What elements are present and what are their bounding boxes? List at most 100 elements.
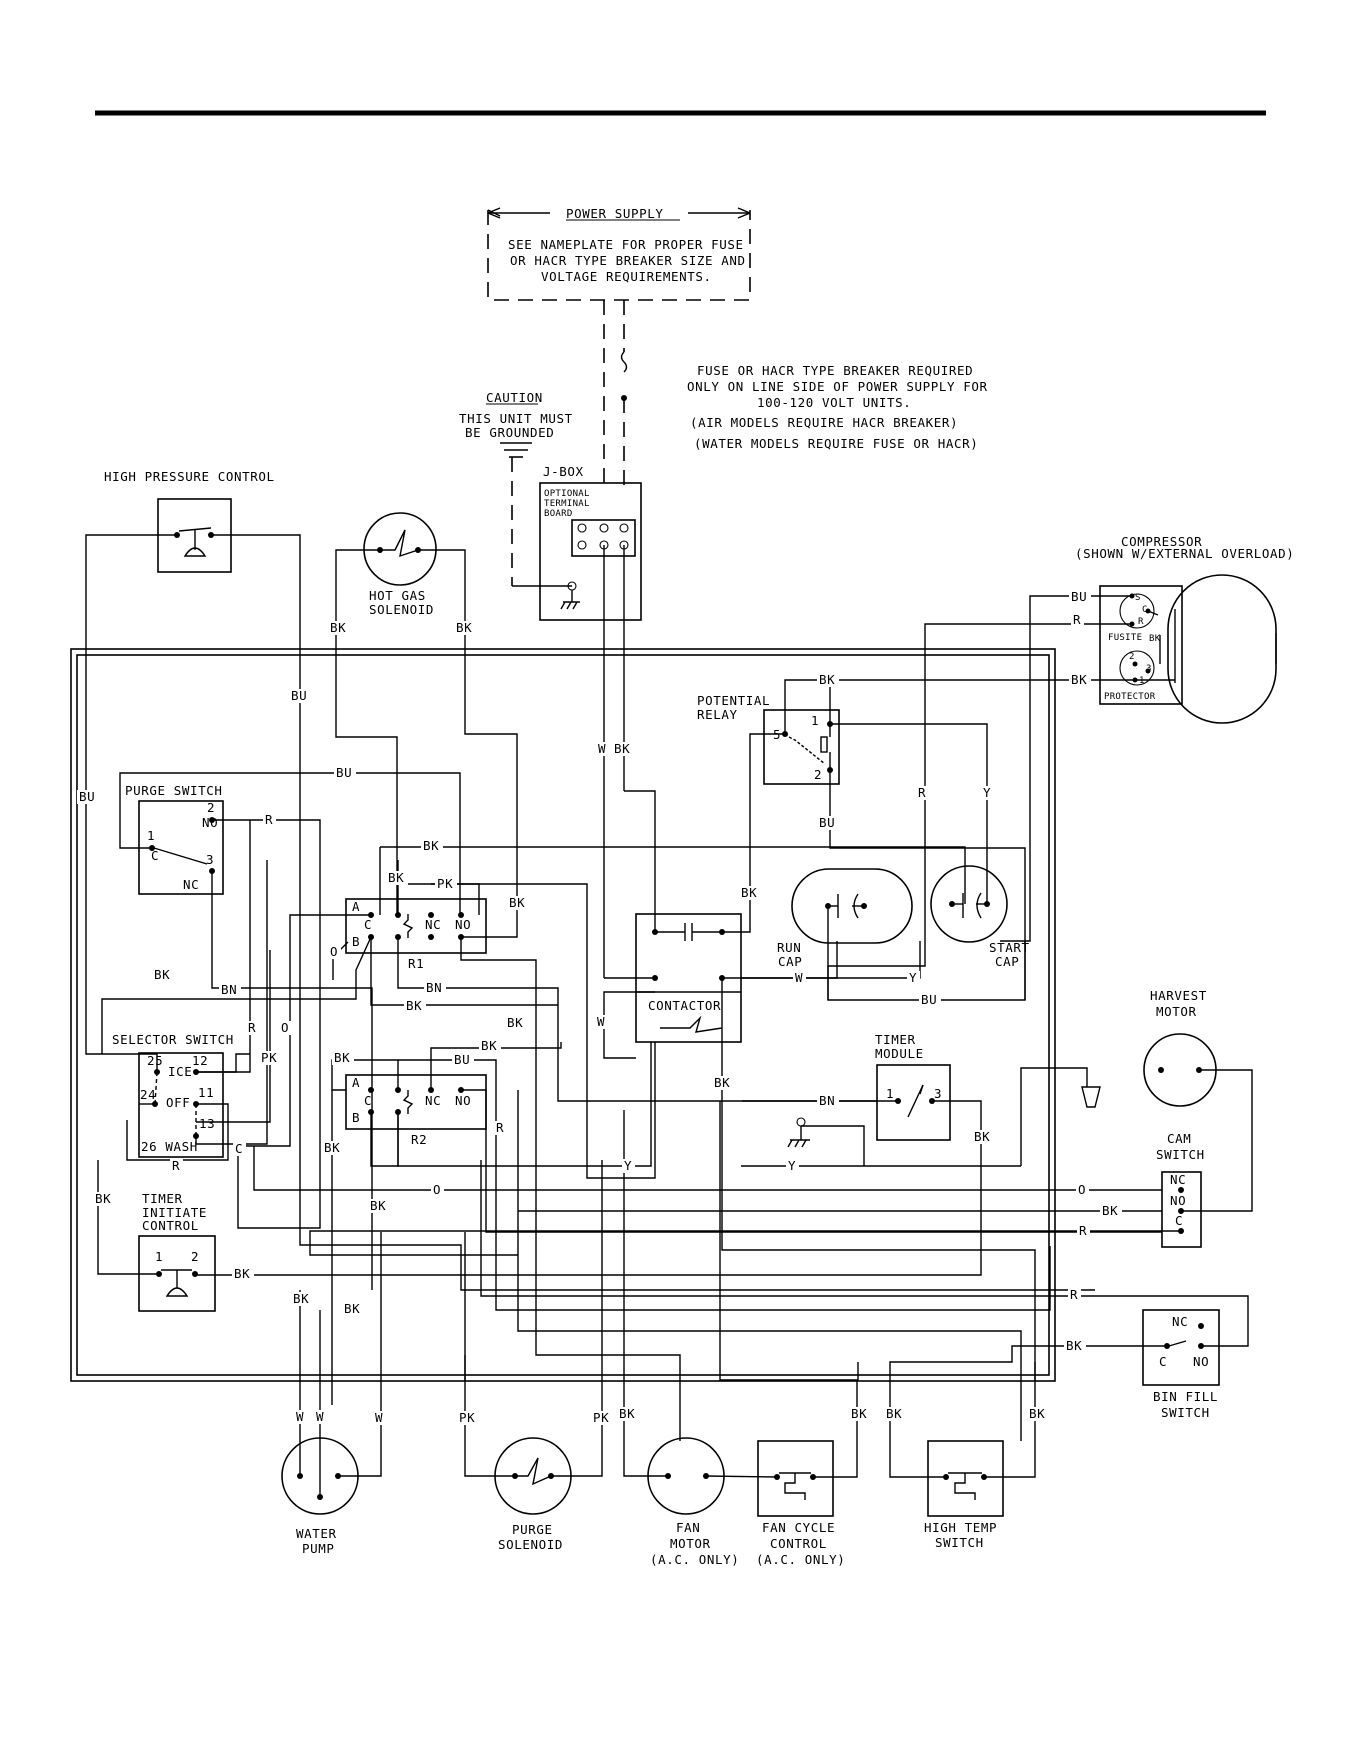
wire-label-o-r1: O (330, 944, 338, 959)
wire-label-bg (294, 1410, 307, 1424)
svg-text:WATER: WATER (296, 1526, 337, 1541)
svg-text:RELAY: RELAY (697, 707, 738, 722)
wire-label-pr-bk: BK (819, 672, 835, 687)
svg-text:(WATER MODELS REQUIRE FUSE OR: (WATER MODELS REQUIRE FUSE OR HACR) (694, 436, 978, 451)
svg-text:2: 2 (1129, 652, 1135, 662)
wire-label-bn-tm: BN (819, 1093, 835, 1108)
wire-label-bu-r2: BU (454, 1052, 470, 1067)
wire-label-bg (435, 877, 457, 891)
wire-label-bg (452, 1053, 474, 1067)
fan-cycle-control: FAN CYCLE CONTROL (A.C. ONLY) (756, 1440, 845, 1567)
wire-label-bg (622, 1159, 635, 1173)
svg-text:2: 2 (814, 767, 822, 782)
timer-initiate-control: TIMER INITIATE CONTROL 1 2 (138, 1191, 216, 1312)
svg-text:SWITCH: SWITCH (1161, 1405, 1210, 1420)
wire-label-w-2: W (316, 1409, 324, 1424)
wire-label-pk-r1: PK (437, 876, 453, 891)
wire-label-bg (457, 1411, 479, 1425)
wire-label-bg (259, 1051, 281, 1065)
wire-label-w-rc: W (795, 970, 803, 985)
purge-switch: PURGE SWITCH 2 NO 1 C 3 NC (125, 783, 224, 895)
wire-label-bg (328, 621, 350, 635)
svg-text:NO: NO (1170, 1193, 1186, 1208)
wire-label-bg (919, 993, 941, 1007)
svg-text:SOLENOID: SOLENOID (369, 602, 434, 617)
svg-text:C: C (364, 917, 372, 932)
wire-label-bg (595, 1015, 608, 1029)
wire-label-bg (817, 673, 839, 687)
svg-text:PROTECTOR: PROTECTOR (1104, 692, 1156, 702)
svg-text:START: START (989, 940, 1030, 955)
wire-label-bg (279, 1021, 292, 1035)
cam-switch: CAM SWITCH NC NO C (1156, 1131, 1204, 1248)
wire-label-bg (322, 1141, 344, 1155)
svg-text:(SHOWN W/EXTERNAL OVERLOAD): (SHOWN W/EXTERNAL OVERLOAD) (1075, 546, 1294, 561)
wire-label-ps-w: W (598, 741, 606, 756)
wire-label-bg (1027, 1407, 1049, 1421)
svg-text:C: C (1175, 1213, 1183, 1228)
svg-text:PUMP: PUMP (302, 1541, 335, 1556)
power-supply-note-1: SEE NAMEPLATE FOR PROPER FUSE (508, 237, 744, 252)
wire-label-bg (1100, 1204, 1122, 1218)
svg-text:BOARD: BOARD (544, 509, 573, 519)
svg-text:TERMINAL: TERMINAL (544, 499, 590, 509)
svg-text:24: 24 (140, 1087, 156, 1102)
wire-label-pr-r: R (918, 785, 926, 800)
svg-text:12: 12 (192, 1053, 208, 1068)
high-temp-switch: HIGH TEMP SWITCH (924, 1440, 1004, 1550)
cabinet-ground (787, 1117, 810, 1148)
wire-label-bg (981, 786, 994, 800)
wire-label-bn-1: BN (221, 982, 237, 997)
wire-label-bk-12: BK (1029, 1406, 1045, 1421)
svg-text:NC: NC (183, 877, 199, 892)
svg-text:FUSE OR HACR TYPE BREAKER REQU: FUSE OR HACR TYPE BREAKER REQUIRED (697, 363, 973, 378)
wire-label-bg (368, 1199, 390, 1213)
wire-label-r-sel: R (248, 1020, 256, 1035)
wire-label-ps-bk: BK (614, 741, 630, 756)
wire-label-bg (786, 1159, 799, 1173)
wire-label-bk-cont: BK (741, 885, 757, 900)
svg-text:2: 2 (191, 1249, 199, 1264)
wire-label-pk-sel: PK (261, 1050, 277, 1065)
svg-text:HIGH TEMP: HIGH TEMP (924, 1520, 997, 1535)
svg-text:TIMER: TIMER (875, 1032, 916, 1047)
start-capacitor: START CAP (930, 865, 1030, 969)
wire-label-bg (1068, 1288, 1081, 1302)
wire-label-bk-9: BK (619, 1406, 635, 1421)
svg-text:BE GROUNDED: BE GROUNDED (465, 425, 554, 440)
selector-switch: SELECTOR SWITCH 25 ICE 12 24 OFF 11 13 2… (112, 1032, 234, 1158)
wire-label-bg (233, 1142, 246, 1156)
svg-text:HOT GAS: HOT GAS (369, 588, 426, 603)
wire-label-bg (916, 786, 929, 800)
wire-label-r-sel2: R (172, 1158, 180, 1173)
fuse-symbol (620, 351, 628, 373)
wire-label-bg (386, 871, 408, 885)
wire-label-pk-1: PK (459, 1410, 475, 1425)
wire-label-hgs-l: BK (330, 620, 346, 635)
svg-text:BK: BK (1149, 634, 1161, 644)
wire-label-y-1: Y (624, 1158, 632, 1173)
wire-label-y-rc: Y (909, 970, 917, 985)
svg-text:NO: NO (455, 1093, 471, 1108)
svg-text:13: 13 (199, 1116, 215, 1131)
fuse-note: FUSE OR HACR TYPE BREAKER REQUIRED ONLY … (687, 363, 987, 451)
svg-text:SELECTOR SWITCH: SELECTOR SWITCH (112, 1032, 234, 1047)
wire-label-pr-bu: BU (819, 815, 835, 830)
wire-label-r-cam: R (1079, 1223, 1087, 1238)
wire-label-bg (712, 1076, 734, 1090)
svg-text:SWITCH: SWITCH (935, 1535, 984, 1550)
harvest-motor: HARVEST MOTOR (1081, 988, 1217, 1108)
harvest-motor-plug (1081, 1086, 1101, 1108)
wire-label-bg (494, 1121, 507, 1135)
svg-text:SOLENOID: SOLENOID (498, 1537, 563, 1552)
hot-gas-solenoid: HOT GAS SOLENOID (363, 512, 437, 617)
wire-label-hpc-bu: BU (291, 688, 307, 703)
wire-label-bg (817, 816, 839, 830)
svg-text:OPTIONAL: OPTIONAL (544, 489, 590, 499)
svg-text:(A.C. ONLY): (A.C. ONLY) (650, 1552, 739, 1567)
wire-label-bg (505, 1016, 527, 1030)
svg-text:TIMER: TIMER (142, 1191, 183, 1206)
svg-text:CONTACTOR: CONTACTOR (648, 998, 721, 1013)
wire-label-bg (342, 1302, 364, 1316)
